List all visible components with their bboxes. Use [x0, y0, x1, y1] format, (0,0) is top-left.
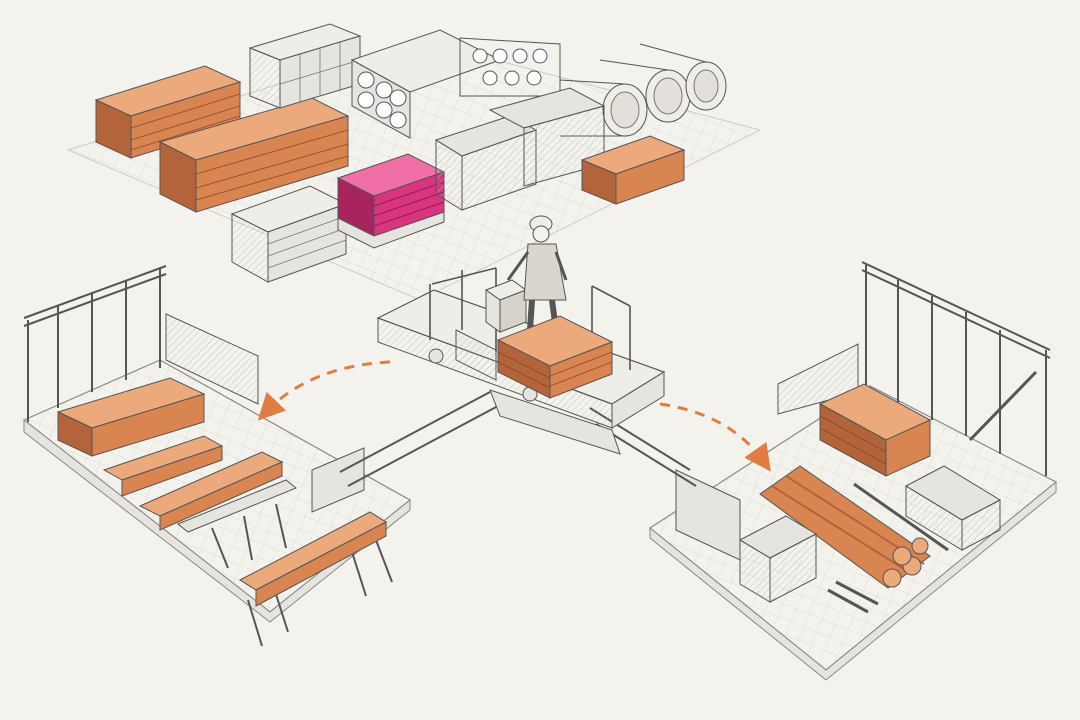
lumber-planks: [102, 435, 284, 531]
timber-stack: [580, 135, 686, 205]
panel-stack: [230, 185, 348, 283]
transfer-cart: [339, 215, 697, 487]
buffer-block: [311, 447, 365, 513]
metal-rods: [827, 482, 949, 614]
highlighted-pallet: [336, 153, 446, 249]
crated-pallet: [248, 23, 362, 109]
cart-timber-load: [496, 315, 614, 399]
pipe-bundle: [759, 465, 931, 589]
worker-operator: [506, 215, 568, 331]
buffer-block: [675, 469, 741, 561]
storage-yard: [66, 23, 762, 301]
right-station: [648, 261, 1058, 681]
flow-arrow-to-left-station: [257, 360, 391, 421]
control-console: [484, 279, 528, 333]
left-station: [22, 265, 412, 647]
timber-stack: [158, 97, 350, 213]
rail-left: [339, 391, 499, 487]
timber-stack: [818, 383, 932, 477]
mesh-bins: [738, 465, 1002, 603]
pipe-rack: [350, 29, 561, 139]
timber-stack: [56, 377, 206, 457]
timber-stack: [94, 65, 242, 159]
lumber-on-sawhorses: [177, 479, 393, 647]
flow-arrow-to-right-station: [659, 402, 771, 472]
concrete-pipes: [559, 43, 727, 137]
